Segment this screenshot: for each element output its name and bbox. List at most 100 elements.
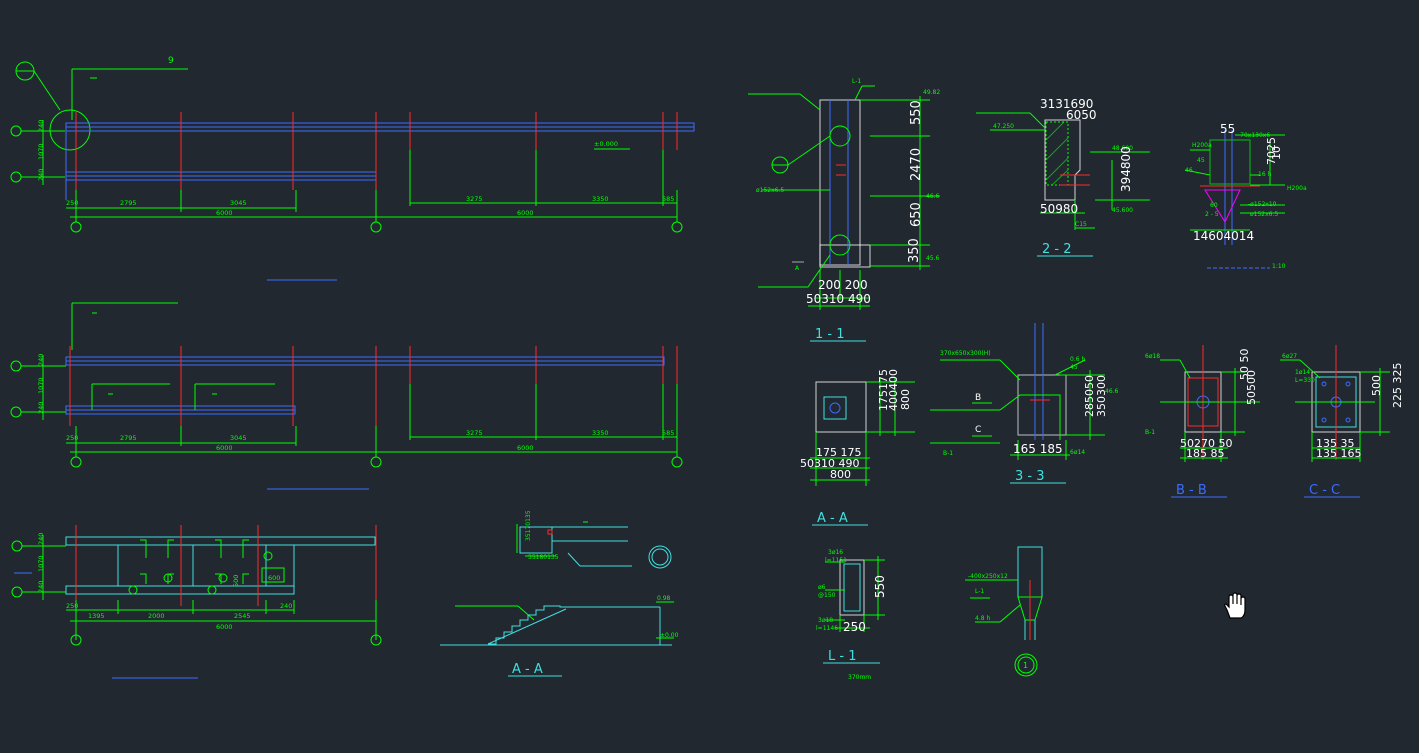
node-h1: H200a [1192, 142, 1212, 149]
seccc-dims-side2: 225 325 [1391, 363, 1404, 409]
plan1-callout: 9 [168, 56, 174, 66]
section-2-2: 47.250 48.600 45.600 C15 3131690 6050 39… [976, 97, 1150, 257]
seccc-rebar: 6ø27 [1282, 353, 1297, 360]
secbb-dims-side: 50500 [1245, 370, 1258, 405]
detail-1: -400x250x12 L-1 4.8 h 1 [965, 546, 1043, 677]
sec33-dim06: 0.6 h [1070, 356, 1085, 363]
section-l-1: 3ø16 l=1151 ø6 @150 3ø18 l=1146 550 250 … [816, 549, 887, 681]
secaa-bottom: 175 175 [816, 446, 862, 459]
secl1-len-bottom: l=1146 [816, 625, 838, 632]
plan3-dim-bot: 240 [37, 581, 45, 593]
plan2-seg: 3045 [230, 434, 247, 442]
axis-bubble [671, 221, 683, 233]
sec33-level: 46.6 [1105, 388, 1119, 395]
plan-3: 240 1070 240 250 1395 2000 2545 240 6000… [11, 525, 382, 679]
plan2-seg: 3350 [592, 429, 609, 437]
plan1-seg: 2795 [120, 199, 137, 207]
plan3-seg: 240 [280, 602, 292, 610]
sec22-dims-top2: 6050 [1066, 108, 1097, 122]
plan1-seg: 250 [66, 199, 78, 207]
plan1-seg: 585 [662, 195, 674, 203]
axis-bubble [370, 634, 382, 646]
plan3-span: 6000 [216, 623, 233, 631]
sec33-dim45: 45 [1070, 364, 1078, 371]
seccc-title: C - C [1309, 483, 1340, 498]
stair-section: 35170135 35180135 0.98 ±0.00 A - A [440, 510, 679, 677]
sec22-level: 48.600 [1112, 145, 1133, 152]
node-dims-side: 7025 [1265, 137, 1278, 165]
secl1-note: 370mm [848, 674, 871, 681]
node-dim46: 46 [1185, 167, 1193, 174]
secl1-250: 250 [843, 620, 866, 634]
plan2-seg: 3275 [466, 429, 483, 437]
axis-bubble [70, 221, 82, 233]
sec11-bottom: 200 200 [818, 278, 868, 292]
axis-bubble [11, 540, 23, 552]
plan3-seg: 2000 [148, 612, 165, 620]
plan2-dim-mid: 1070 [37, 377, 45, 394]
sec22-level: 45.600 [1112, 207, 1133, 214]
plan2-span: 6000 [517, 444, 534, 452]
axis-bubble [70, 634, 82, 646]
axis-bubble [10, 406, 22, 418]
sec11-level: 46.6 [926, 193, 940, 200]
section-3-3: 370x650x300(H) B C B-1 0.6 h 45 46.6 285… [930, 323, 1119, 484]
secaa-bottom: 50310 490 [800, 457, 860, 470]
plan1-dim-bot: 240 [37, 169, 45, 181]
sec22-level: 47.250 [993, 123, 1014, 130]
secbb-rebar: 6ø18 [1145, 353, 1160, 360]
plan-1: 9 240 [10, 56, 695, 281]
secaa-800: 800 [899, 389, 912, 410]
sec11-tag: L-1 [852, 78, 861, 85]
sec11-dim: 350 [907, 238, 922, 263]
plan3-hole: 600 [268, 574, 280, 582]
secaa-dims: 400400 [887, 369, 900, 411]
det1-tag: L-1 [975, 588, 984, 595]
plan2-seg: 585 [662, 429, 674, 437]
sec33-dims-side2: 350300 [1095, 375, 1108, 417]
sec11-title: 1 - 1 [815, 327, 845, 342]
det1-callout: 1 [1023, 661, 1028, 670]
plan1-seg: 3275 [466, 195, 483, 203]
secbb-tag: B-1 [1145, 429, 1155, 436]
seccc-rebar: 1ø14 [1295, 369, 1310, 376]
axis-bubble [10, 171, 22, 183]
det1-dim: 4.8 h [975, 615, 990, 622]
node-plate: -70x130x6 [1238, 132, 1270, 139]
seccc-rebar: L=330 [1295, 377, 1315, 384]
secbb-title: B - B [1176, 483, 1207, 498]
seccc-bottom: 135 35 [1316, 437, 1355, 450]
plan1-dim-mid: 1070 [37, 143, 45, 160]
sec22-dim-c: C15 [1075, 221, 1087, 228]
node-pipe2: ø152x6.5 [1250, 211, 1278, 218]
sec33-dims-bottom: 165 185 [1013, 442, 1063, 456]
detail-node: 55 -70x130x6 H200a H200a 7025 10 45 46 1… [1184, 122, 1307, 270]
secl1-title: L - 1 [828, 649, 856, 664]
secbb-dims-side2: 50 50 [1238, 349, 1251, 381]
plan2-seg: 2795 [120, 434, 137, 442]
secl1-rebar-top: 3ø16 [828, 549, 843, 556]
sec11-dim: 2470 [909, 148, 924, 181]
plan1-level: ±0.000 [594, 140, 618, 148]
plan1-seg: 3045 [230, 199, 247, 207]
sec33-title: 3 - 3 [1015, 469, 1045, 484]
sec11-level: 49.82 [923, 89, 940, 96]
secaa-title: A - A [817, 511, 848, 526]
pan-hand-cursor-icon [1224, 592, 1246, 619]
secl1-550: 550 [873, 575, 887, 598]
secl1-rebar-bottom: 3ø18 [818, 617, 833, 624]
sec22-title: 2 - 2 [1042, 242, 1072, 257]
sec22-dims-top: 3131690 [1040, 97, 1093, 111]
seccc-bottom2: 135 165 [1316, 447, 1362, 460]
axis-bubble [11, 586, 23, 598]
sec33-tag-b: B [975, 393, 981, 403]
plan-2: 240 1070 240 250 2795 3045 3275 3350 585… [10, 302, 683, 490]
stair-dims-bottom: 35180135 [528, 554, 559, 561]
axis-bubble [671, 456, 683, 468]
plan3-dim-mid: 1070 [37, 555, 45, 572]
sec22-dims-side: 394800 [1119, 146, 1133, 192]
secaa-dims: 175175 [877, 369, 890, 411]
plan2-span: 6000 [216, 444, 233, 452]
section-c-c: 6ø27 1ø14 L=330 500 225 325 135 35 135 1… [1280, 345, 1404, 498]
